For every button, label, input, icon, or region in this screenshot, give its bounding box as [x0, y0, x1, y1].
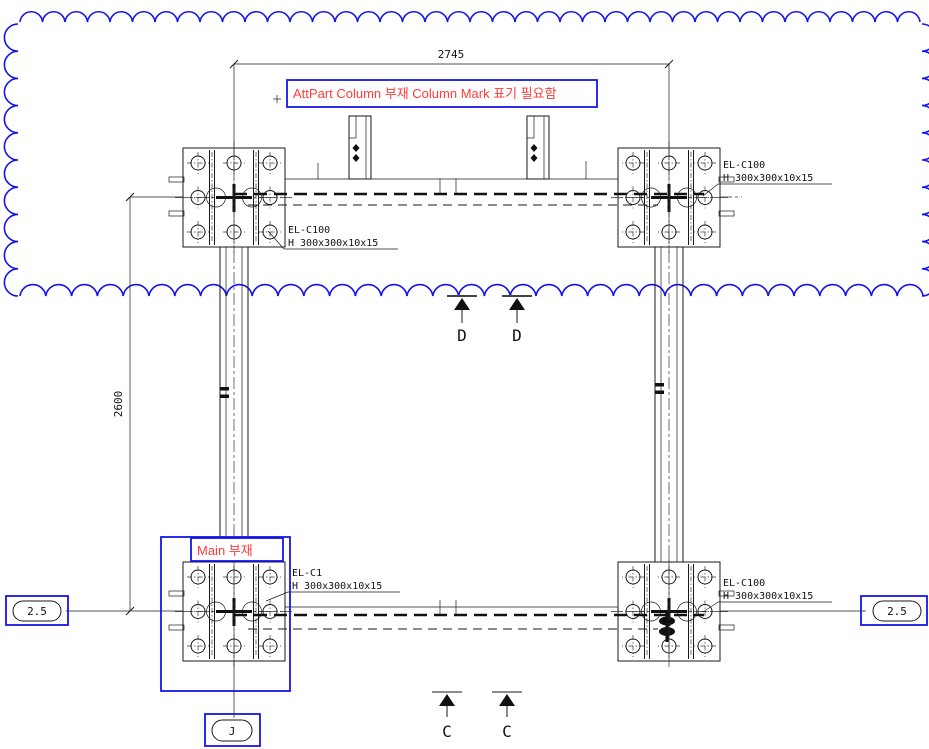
section-letter-c: C: [502, 722, 512, 741]
main-part-text: Main 부재: [197, 543, 253, 558]
anchor-bolts-filled: [659, 610, 675, 642]
section-letter-d: D: [512, 326, 522, 345]
insertion-point-marker: [273, 95, 281, 103]
member-label-lower-left: EL-C1 H 300x300x10x15: [265, 568, 400, 602]
member-label-upper-left: EL-C100 H 300x300x10x15: [267, 225, 398, 250]
top-dimension-value: 2745: [438, 48, 465, 61]
grid-bubble-left: 2.5: [5, 595, 69, 626]
dimension-left: 2600: [112, 192, 183, 616]
grid-bubble-right: 2.5: [860, 595, 928, 626]
section-letter-d: D: [457, 326, 467, 345]
base-plate-bottom-right: [610, 556, 734, 667]
member-mark: EL-C100: [723, 160, 765, 171]
dimension-top: 2745: [229, 48, 674, 69]
left-column: [219, 247, 249, 562]
section-marker-c2: C: [492, 691, 522, 741]
base-plate-top-left: [169, 142, 293, 253]
left-dimension-value: 2600: [112, 391, 125, 418]
member-mark: EL-C100: [288, 225, 330, 236]
grid-bubble-label: 2.5: [27, 605, 47, 618]
member-mark: EL-C1: [292, 568, 322, 579]
beam-hanger-right: [526, 115, 550, 180]
member-size: H 300x300x10x15: [288, 238, 378, 249]
main-part-box[interactable]: Main 부재: [160, 536, 291, 692]
member-label-lower-right: EL-C100 H 300x300x10x15: [702, 578, 832, 613]
member-mark: EL-C100: [723, 578, 765, 589]
grid-bubble-bottom-j: J: [204, 713, 261, 747]
grid-bubble-label: 2.5: [887, 605, 907, 618]
grid-line-2-5: [66, 196, 866, 612]
member-size: H 300x300x10x15: [723, 173, 813, 184]
beam-hanger-left: [348, 115, 372, 180]
attpart-note-box[interactable]: AttPart Column 부재 Column Mark 표기 필요함: [286, 79, 598, 108]
right-column: [654, 247, 684, 562]
member-size: H 300x300x10x15: [292, 581, 382, 592]
section-marker-d2: D: [502, 295, 532, 345]
column-center-lines: [233, 64, 670, 718]
base-plate-top-right: [610, 142, 734, 253]
member-label-top-right: EL-C100 H 300x300x10x15: [702, 160, 832, 197]
section-marker-c1: C: [432, 691, 462, 741]
top-beam: [234, 161, 704, 206]
section-letter-c: C: [442, 722, 452, 741]
revision-cloud-border: [3, 10, 929, 297]
section-marker-d1: D: [447, 295, 477, 345]
bottom-beam: [234, 600, 704, 630]
base-plate-bottom-left: [169, 556, 293, 667]
member-size: H 300x300x10x15: [723, 591, 813, 602]
grid-bubble-label: J: [229, 725, 236, 738]
attpart-note-text: AttPart Column 부재 Column Mark 표기 필요함: [293, 86, 557, 101]
